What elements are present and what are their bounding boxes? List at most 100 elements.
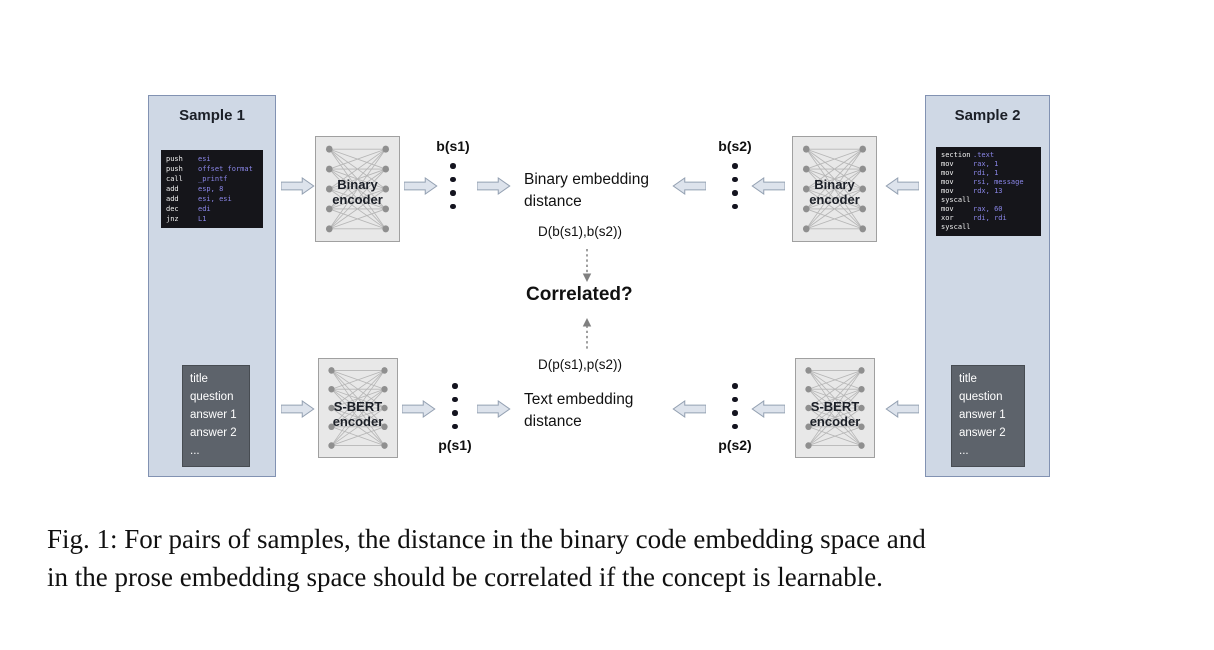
dot (450, 190, 456, 196)
dot (732, 396, 738, 402)
flow-arrow-right-icon (402, 399, 436, 419)
embedding-vector-b-s2 (730, 163, 740, 217)
flow-arrow-right-icon (477, 176, 511, 196)
code-mnemonic: add (166, 195, 179, 203)
binary-encoder-left: Binary encoder (315, 136, 400, 242)
prose-line: answer 2 (959, 427, 1006, 439)
dot (450, 163, 456, 169)
code-operands: _printf (198, 175, 228, 183)
code-operands: rdi, 1 (973, 169, 999, 177)
prose-line: answer 1 (959, 409, 1006, 421)
sbert-encoder-label: S-BERT encoder (809, 399, 861, 429)
code-line: dec edi (166, 204, 260, 214)
embedding-vector-p-s2 (730, 383, 740, 437)
text-distance-formula: D(p(s1),p(s2)) (538, 357, 623, 372)
embedding-vector-b-s1 (448, 163, 458, 217)
binary-embedding-distance-label: Binary embedding distance (524, 171, 649, 210)
code-mnemonic: xor (941, 214, 954, 222)
prose-line: question (190, 391, 234, 403)
binary-encoder-label: Binary encoder (332, 177, 383, 207)
prose-line: title (190, 373, 208, 385)
sbert-encoder-right: S-BERT encoder (795, 358, 875, 458)
correlated-question-label: Correlated? (526, 284, 633, 305)
code-mnemonic: syscall (941, 223, 971, 231)
dot (452, 396, 458, 402)
prose-line: answer 1 (190, 409, 237, 421)
code-line: section.text (941, 151, 1038, 160)
flow-arrow-right-icon (404, 176, 438, 196)
binary-encoder-label: Binary encoder (809, 177, 860, 207)
code-operands: rax, 1 (973, 160, 999, 168)
text-embedding-distance-label: Text embedding distance (524, 391, 634, 430)
flow-arrow-left-icon (672, 399, 706, 419)
code-line: xor rdi, rdi (941, 214, 1038, 223)
dot (452, 423, 458, 429)
prose-line: answer 2 (190, 427, 237, 439)
code-line: syscall (941, 196, 1038, 205)
code-line: call_printf (166, 174, 260, 184)
prose-line: ... (190, 445, 200, 457)
dot (450, 176, 456, 182)
flow-arrow-right-icon (281, 176, 315, 196)
prose-line: ... (959, 445, 969, 457)
dotted-arrow-down-icon (582, 249, 592, 283)
code-operands: L1 (198, 215, 207, 223)
neural-net-icon (319, 359, 397, 457)
code-mnemonic: syscall (941, 196, 971, 204)
binary-encoder-right: Binary encoder (792, 136, 877, 242)
dot (732, 190, 738, 196)
dotted-arrow-up-icon (582, 317, 592, 351)
sample1-title: Sample 1 (179, 107, 245, 124)
neural-net-icon (793, 137, 876, 241)
flow-arrow-left-icon (672, 176, 706, 196)
code-operands: esi, esi (198, 195, 232, 203)
code-operands: esp, 8 (198, 185, 224, 193)
flow-arrow-right-icon (281, 399, 315, 419)
label-p-s1: p(s1) (438, 437, 472, 453)
flow-arrow-left-icon (751, 399, 785, 419)
code-line: mov rdi, 1 (941, 169, 1038, 178)
code-line: mov rax, 1 (941, 160, 1038, 169)
code-mnemonic: mov (941, 169, 954, 177)
code-mnemonic: section (941, 151, 971, 159)
code-mnemonic: push (166, 155, 183, 163)
dot (732, 423, 738, 429)
dot (732, 410, 738, 416)
dot (450, 203, 456, 209)
embedding-vector-p-s1 (450, 383, 460, 437)
label-b-s2: b(s2) (718, 138, 752, 154)
sample2-title: Sample 2 (954, 107, 1021, 124)
code-mnemonic: mov (941, 178, 954, 186)
dot (732, 176, 738, 182)
code-mnemonic: push (166, 165, 183, 173)
dot (732, 383, 738, 389)
label-p-s2: p(s2) (718, 437, 752, 453)
code-mnemonic: mov (941, 187, 954, 195)
code-mnemonic: mov (941, 160, 954, 168)
code-operands: esi (198, 155, 211, 163)
neural-net-icon (316, 137, 399, 241)
code-line: push offset format (166, 164, 260, 174)
code-mnemonic: add (166, 185, 179, 193)
prose-line: question (959, 391, 1003, 403)
sbert-encoder-left: S-BERT encoder (318, 358, 398, 458)
dot (732, 203, 738, 209)
code-mnemonic: dec (166, 205, 179, 213)
flow-arrow-left-icon (885, 399, 919, 419)
code-operands: offset format (198, 165, 253, 173)
figure-caption: Fig. 1: For pairs of samples, the distan… (47, 524, 926, 592)
code-operands: edi (198, 205, 211, 213)
dot (452, 383, 458, 389)
code-operands: rdi, rdi (973, 214, 1007, 222)
code-operands: rax, 60 (973, 205, 1003, 213)
dot (732, 163, 738, 169)
sbert-encoder-label: S-BERT encoder (332, 399, 384, 429)
flow-arrow-right-icon (477, 399, 511, 419)
